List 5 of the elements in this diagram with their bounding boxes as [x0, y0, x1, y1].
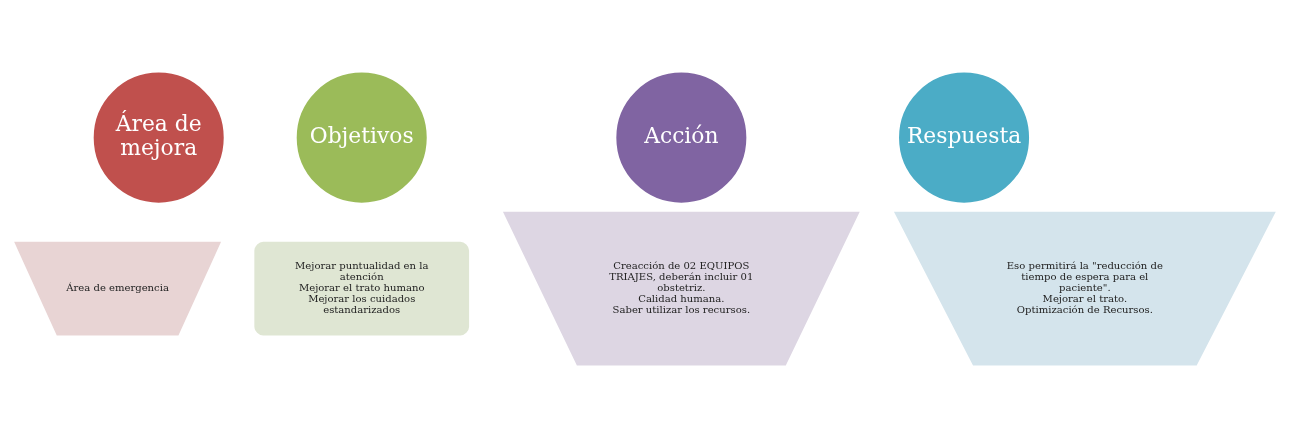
- node-circle: Acción: [613, 69, 749, 205]
- node-circle: Objetivos: [294, 69, 430, 205]
- node-circle: Área de mejora: [91, 69, 227, 205]
- node-box: Mejorar puntualidad en la atención Mejorar el trato humano Mejorar los cuidados estandarizados: [251, 238, 472, 338]
- node-circle: Respuesta: [896, 69, 1032, 205]
